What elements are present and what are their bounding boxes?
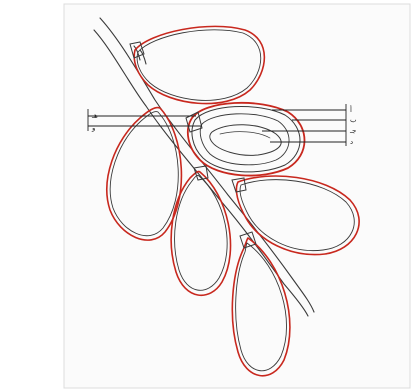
label-e: هـ — [91, 112, 98, 120]
label-c: جـ — [349, 127, 356, 135]
label-a: أ — [350, 105, 352, 114]
label-d: د — [350, 138, 353, 146]
label-b: ب — [350, 116, 357, 124]
label-f: و — [91, 124, 95, 132]
